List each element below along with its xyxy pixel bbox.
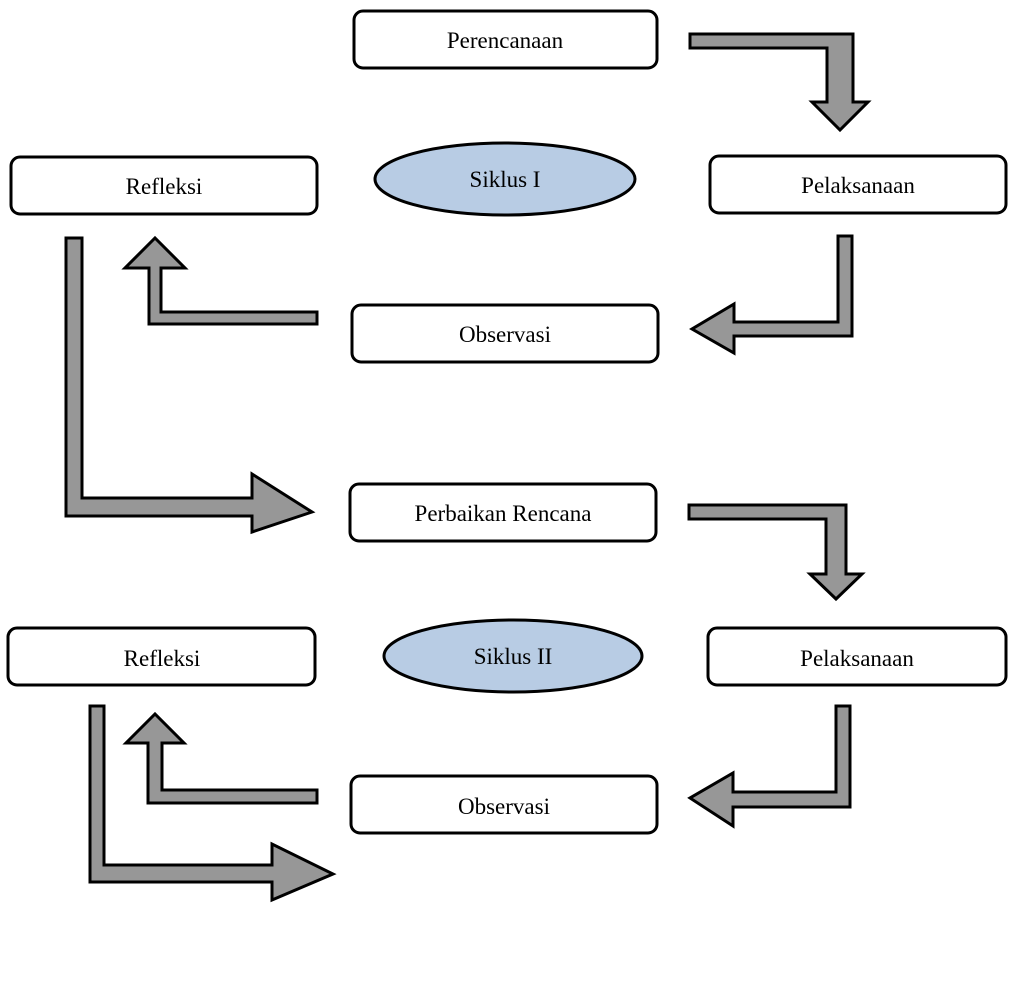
- node-reflection-2: Refleksi: [6, 626, 317, 687]
- cycle-2-ellipse-shape: [382, 618, 644, 694]
- node-reflection-1-label: Refleksi: [126, 174, 203, 199]
- arrow-observation-to-reflection-2: [122, 711, 319, 805]
- cycle-1-ellipse: Siklus I: [373, 141, 637, 217]
- node-revised-plan-box: [348, 482, 658, 543]
- node-execution-2: Pelaksanaan: [706, 626, 1008, 687]
- node-observation-1-label: Observasi: [459, 322, 551, 347]
- node-execution-1-label: Pelaksanaan: [801, 173, 915, 198]
- node-execution-1: Pelaksanaan: [708, 154, 1008, 215]
- node-execution-1-box: [708, 154, 1008, 215]
- node-planning-box: [352, 9, 659, 70]
- cycle-2-ellipse: Siklus II: [382, 618, 644, 694]
- arrow-execution-to-observation-2: [687, 704, 852, 829]
- arrow-reflection-exit: [88, 704, 337, 903]
- cycle-1-label: Siklus I: [470, 167, 541, 192]
- node-observation-1: Observasi: [350, 303, 660, 364]
- arrow-observation-to-reflection-1: [121, 235, 319, 326]
- arrow-reflection-to-revised-plan: [64, 236, 316, 535]
- node-planning: Perencanaan: [352, 9, 659, 70]
- arrow-revised-plan-to-execution-2: [687, 503, 866, 602]
- node-reflection-1-box: [9, 155, 319, 216]
- node-reflection-1: Refleksi: [9, 155, 319, 216]
- node-reflection-2-box: [6, 626, 317, 687]
- node-observation-2-box: [349, 774, 659, 835]
- node-reflection-2-label: Refleksi: [124, 646, 201, 671]
- cycle-1-ellipse-shape: [373, 141, 637, 217]
- node-execution-2-label: Pelaksanaan: [800, 646, 914, 671]
- node-revised-plan: Perbaikan Rencana: [348, 482, 658, 543]
- node-observation-1-box: [350, 303, 660, 364]
- node-execution-2-box: [706, 626, 1008, 687]
- node-planning-label: Perencanaan: [447, 28, 564, 53]
- node-revised-plan-label: Perbaikan Rencana: [415, 501, 592, 526]
- arrow-execution-to-observation-1: [689, 234, 854, 356]
- node-observation-2-label: Observasi: [458, 794, 550, 819]
- arrow-planning-to-execution-1: [688, 32, 872, 133]
- node-observation-2: Observasi: [349, 774, 659, 835]
- cycle-2-label: Siklus II: [474, 644, 553, 669]
